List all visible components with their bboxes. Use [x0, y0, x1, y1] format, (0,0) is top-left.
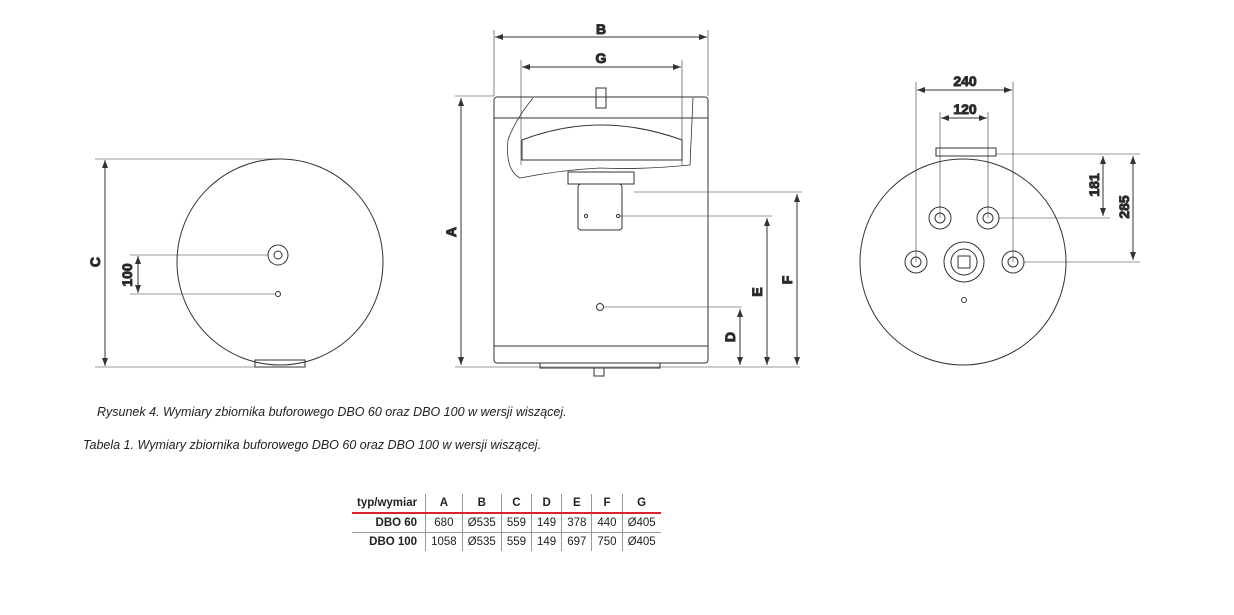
- header-cell: A: [425, 494, 463, 514]
- table-cell: Ø535: [461, 532, 502, 551]
- table-cell: 680: [425, 513, 463, 533]
- dim-label-120: 120: [953, 101, 977, 117]
- figure-caption: Rysunek 4. Wymiary zbiornika buforowego …: [97, 405, 567, 419]
- dim-label-g: G: [596, 50, 607, 66]
- back-view: 240 120 181 285: [859, 73, 1140, 366]
- dim-label-181: 181: [1086, 173, 1102, 197]
- header-cell: E: [561, 494, 592, 514]
- table-cell: 1058: [425, 532, 463, 551]
- table-cell: 440: [591, 513, 623, 533]
- table-cell: 750: [591, 532, 623, 551]
- table-cell: Ø405: [621, 513, 661, 533]
- front-view: B G A D E F: [443, 21, 802, 377]
- table-cell: Ø535: [461, 513, 502, 533]
- table-cell: 559: [500, 513, 532, 533]
- table-header-row: typ/wymiar A B C D E F G: [352, 494, 661, 514]
- dim-label-240: 240: [953, 73, 977, 89]
- table-row: DBO 100 1058 Ø535 559 149 697 750 Ø405: [352, 532, 661, 551]
- table-cell: 378: [561, 513, 592, 533]
- table-cell: 559: [500, 532, 532, 551]
- dim-label-c: C: [87, 257, 103, 267]
- header-cell: F: [591, 494, 623, 514]
- table-cell: Ø405: [621, 532, 661, 551]
- header-cell: typ/wymiar: [352, 494, 426, 514]
- table-cell: DBO 100: [369, 536, 418, 548]
- table-caption: Tabela 1. Wymiary zbiornika buforowego D…: [83, 438, 542, 452]
- dim-label-e: E: [749, 287, 765, 296]
- table-row: DBO 60 680 Ø535 559 149 378 440 Ø405: [352, 513, 661, 533]
- header-cell: C: [500, 494, 532, 514]
- header-cell: B: [461, 494, 502, 514]
- header-cell: G: [621, 494, 661, 514]
- table-cell: 149: [530, 532, 562, 551]
- table-cell: 149: [530, 513, 562, 533]
- dimensions-table: typ/wymiar A B C D E F G DBO 60 680 Ø535…: [352, 494, 661, 551]
- header-cell: D: [530, 494, 562, 514]
- dim-label-a: A: [443, 227, 459, 237]
- table-cell: DBO 60: [352, 513, 426, 533]
- table-cell: 697: [561, 532, 592, 551]
- dim-label-100: 100: [119, 263, 135, 287]
- dim-label-d: D: [722, 332, 738, 342]
- dim-label-b: B: [596, 21, 606, 37]
- dim-label-285: 285: [1116, 195, 1132, 219]
- dim-label-f: F: [779, 275, 795, 284]
- side-view: C 100: [87, 158, 384, 368]
